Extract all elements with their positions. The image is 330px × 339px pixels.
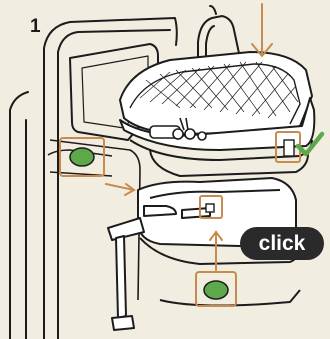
base-green-indicator [204,281,228,299]
infant-carrier [120,52,314,176]
door-green-indicator [70,148,94,166]
door-panel [48,140,140,300]
down-arrow-icon [252,4,272,56]
click-label: click [259,233,306,254]
click-callout: click [240,227,324,260]
arrow-right-icon [106,184,134,195]
step-number: 1 [30,17,41,36]
